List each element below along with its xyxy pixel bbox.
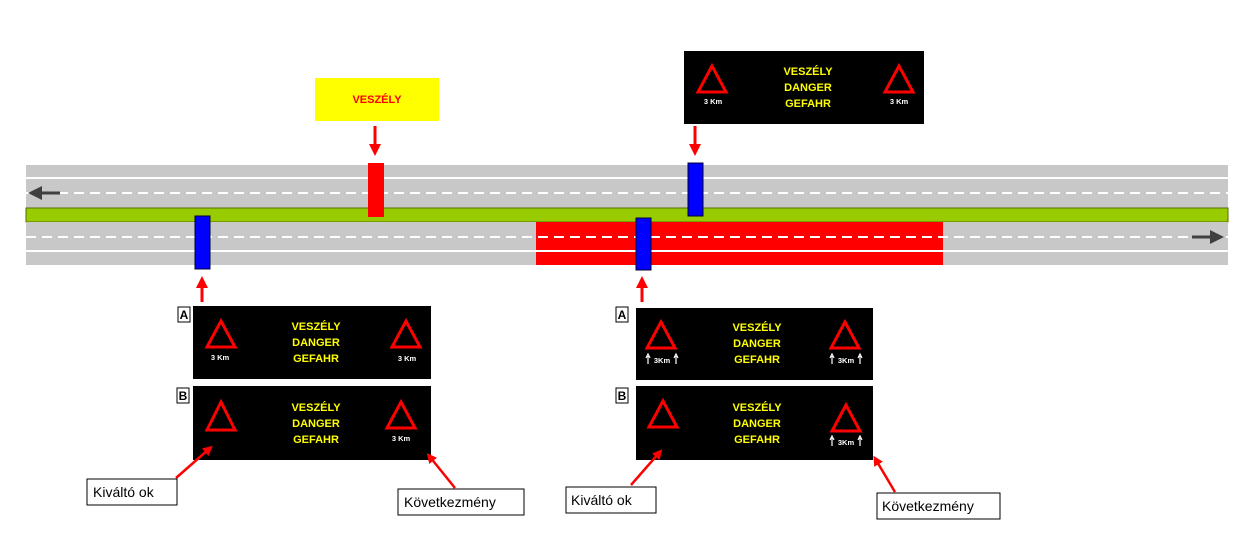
warning-triangle-icon	[389, 317, 423, 349]
right-a-left-distance: 3Km	[654, 356, 671, 365]
left-a-line-3: GEFAHR	[293, 353, 339, 365]
upper-carriageway	[26, 165, 1228, 208]
left-a-right-distance: 3 Km	[398, 354, 417, 363]
right-a-line-2: DANGER	[733, 338, 781, 350]
right-b-line-1: VESZÉLY	[732, 401, 782, 414]
consequence-label-right: Következmény	[876, 492, 1001, 520]
top-sign-line-3: GEFAHR	[785, 98, 831, 110]
arrow-left-icon	[28, 186, 60, 200]
cause-label-text: Kiváltó ok	[93, 484, 155, 500]
arrow-up-icon	[829, 352, 835, 364]
arrow-up-icon	[645, 352, 651, 364]
left-b-line-2: DANGER	[292, 418, 340, 430]
sign-post-top-right	[687, 162, 704, 217]
right-b-line-3: GEFAHR	[734, 434, 780, 446]
consequence-label-left: Következmény	[397, 488, 525, 516]
cause-label-text: Kiváltó ok	[571, 492, 633, 508]
warning-triangle-icon	[828, 318, 862, 350]
sign-post-right	[635, 217, 652, 271]
roadway	[25, 162, 1229, 271]
sign-post-left	[194, 215, 211, 270]
right-b-right-distance: 3Km	[838, 438, 855, 447]
sign-letter: A	[618, 308, 627, 322]
arrow-right-icon	[1192, 230, 1224, 244]
consequence-label-text: Következmény	[882, 498, 974, 514]
top-sign-right-distance: 3 Km	[890, 97, 909, 106]
cause-pointer-left	[175, 445, 213, 479]
left-b-line-3: GEFAHR	[293, 434, 339, 446]
consequence-pointer-right	[873, 455, 897, 493]
warning-triangle-icon	[882, 62, 916, 94]
left-a-left-distance: 3 Km	[211, 353, 230, 362]
sign-letter: B	[618, 389, 627, 403]
warning-triangle-icon	[204, 317, 238, 349]
consequence-pointer-left	[426, 453, 456, 489]
cause-label-right: Kiváltó ok	[565, 486, 657, 514]
arrow-up-icon	[673, 352, 679, 364]
warning-triangle-icon	[384, 398, 418, 430]
vms-sign-right-b: B 3Km VESZÉLY DANGER GEFAHR	[615, 386, 873, 460]
right-b-line-2: DANGER	[733, 418, 781, 430]
top-sign-line-1: VESZÉLY	[783, 65, 833, 78]
vms-sign-left-b: B 3 Km VESZÉLY DANGER GEFAHR	[176, 386, 431, 460]
arrow-up-icon	[829, 434, 835, 446]
warning-triangle-icon	[829, 401, 863, 433]
consequence-label-text: Következmény	[404, 494, 496, 510]
right-a-right-distance: 3Km	[838, 356, 855, 365]
hazard-marker	[368, 163, 384, 217]
warning-triangle-icon	[646, 397, 680, 429]
warning-triangle-icon	[695, 62, 729, 94]
cause-pointer-right	[630, 449, 663, 486]
warning-triangle-icon	[644, 318, 678, 350]
warning-panel: VESZÉLY	[315, 78, 439, 121]
right-a-line-1: VESZÉLY	[732, 321, 782, 334]
vms-sign-right-a: A 3Km 3Km VESZÉLY DANGER GEFAHR	[615, 306, 873, 380]
arrow-up-icon	[857, 434, 863, 446]
top-sign-left-distance: 3 Km	[704, 97, 723, 106]
vms-sign-top: 3 Km 3 Km VESZÉLY DANGER GEFAHR	[684, 51, 924, 124]
left-a-line-2: DANGER	[292, 337, 340, 349]
warning-triangle-icon	[204, 398, 238, 432]
right-a-line-3: GEFAHR	[734, 354, 780, 366]
danger-zone	[536, 222, 943, 265]
warning-panel-text: VESZÉLY	[352, 93, 402, 106]
sign-letter: A	[180, 308, 189, 322]
left-b-right-distance: 3 Km	[392, 434, 411, 443]
top-sign-line-2: DANGER	[784, 82, 832, 94]
cause-label-left: Kiváltó ok	[86, 478, 178, 506]
left-a-line-1: VESZÉLY	[291, 320, 341, 333]
vms-sign-left-a: A 3 Km 3 Km VESZÉLY DANGER GEFAHR	[177, 306, 431, 379]
sign-letter: B	[179, 389, 188, 403]
left-b-line-1: VESZÉLY	[291, 401, 341, 414]
arrow-up-icon	[857, 352, 863, 364]
